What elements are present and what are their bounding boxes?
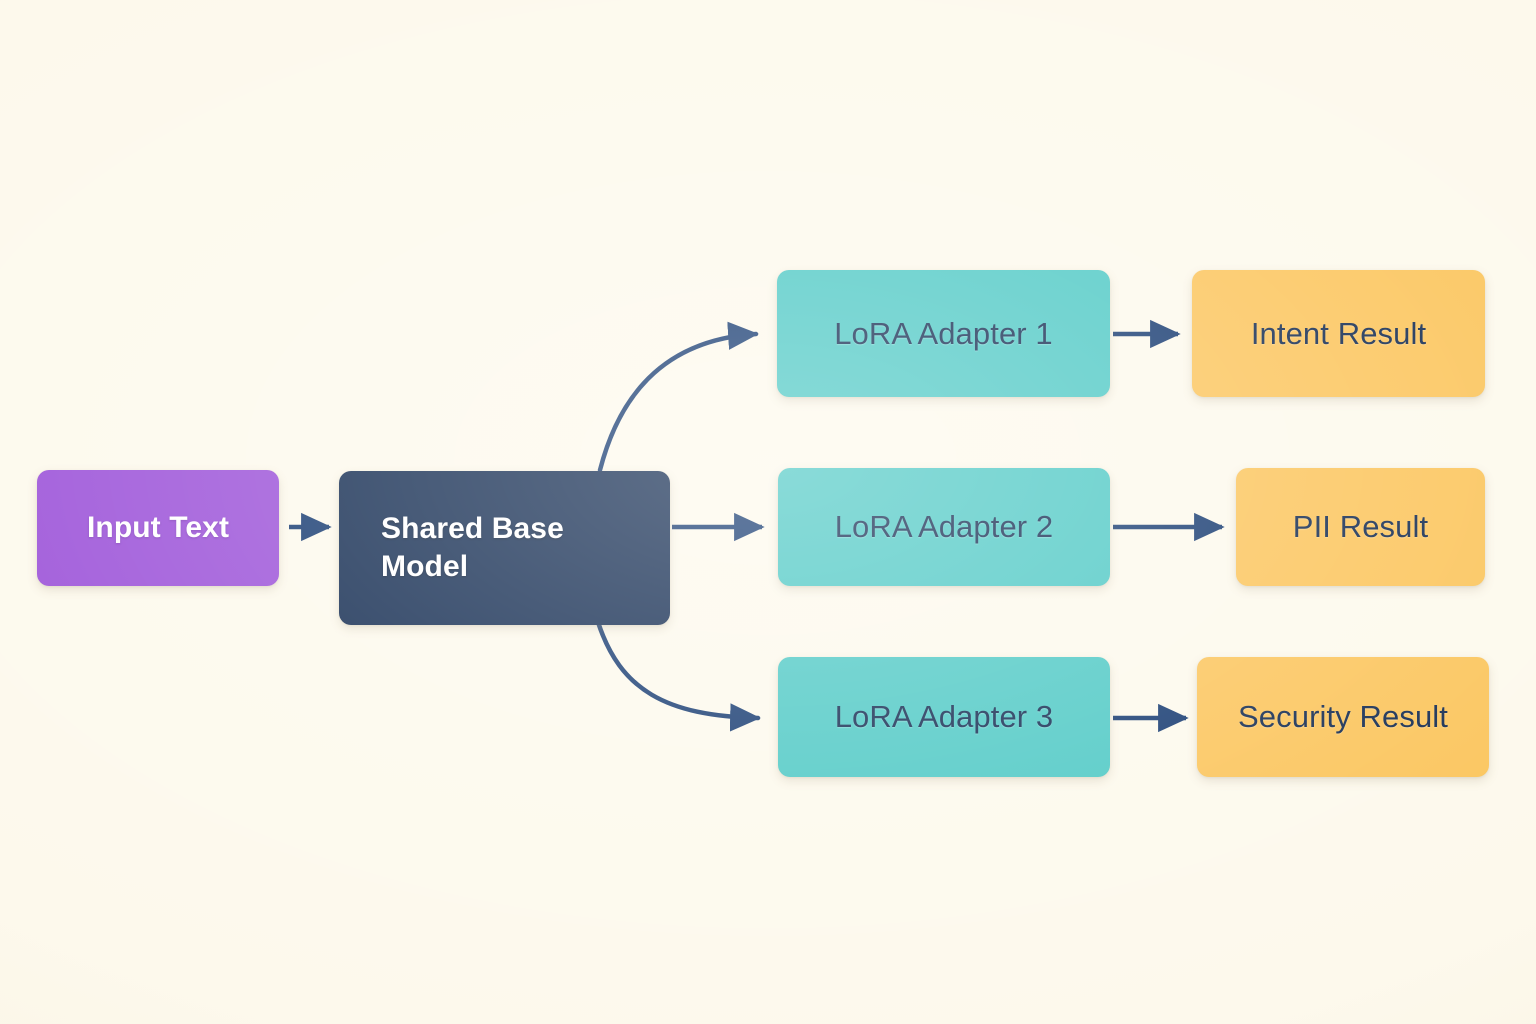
node-pii-result-label: PII Result <box>1292 509 1429 545</box>
node-lora-adapter-2-label: LoRA Adapter 2 <box>834 509 1054 545</box>
node-lora-adapter-3-label: LoRA Adapter 3 <box>834 699 1054 735</box>
node-shared-base-model-line-2: Model <box>381 550 469 583</box>
edge-base-to-adapter-3 <box>595 619 761 732</box>
node-shared-base-model-label: Shared Base Model <box>339 510 670 587</box>
node-lora-adapter-1[interactable]: LoRA Adapter 1 <box>777 270 1110 397</box>
node-shared-base-model-line-1: Shared Base <box>381 511 564 545</box>
node-shared-base-model[interactable]: Shared Base Model <box>339 471 670 625</box>
node-lora-adapter-1-label: LoRA Adapter 1 <box>834 315 1053 351</box>
edge-base-to-adapter-1 <box>597 321 759 473</box>
node-input-text[interactable]: Input Text <box>37 470 279 586</box>
node-input-text-label: Input Text <box>86 510 230 544</box>
node-security-result[interactable]: Security Result <box>1197 657 1489 777</box>
node-lora-adapter-3[interactable]: LoRA Adapter 3 <box>778 657 1110 777</box>
node-intent-result[interactable]: Intent Result <box>1192 270 1485 397</box>
node-pii-result[interactable]: PII Result <box>1236 468 1485 586</box>
node-lora-adapter-2[interactable]: LoRA Adapter 2 <box>778 468 1110 586</box>
node-intent-result-label: Intent Result <box>1250 315 1427 351</box>
node-security-result-label: Security Result <box>1238 699 1448 735</box>
